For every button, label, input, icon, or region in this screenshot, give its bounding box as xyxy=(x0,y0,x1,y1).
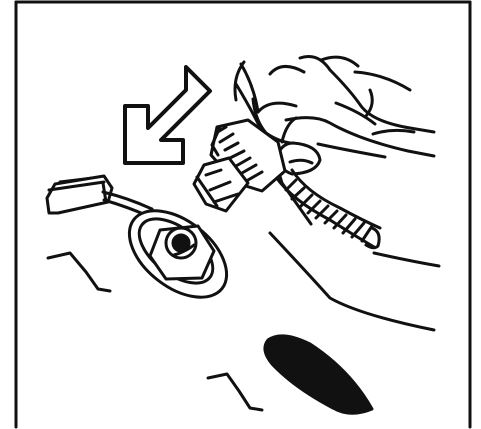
cap-icon xyxy=(47,176,112,213)
access-opening-icon xyxy=(265,336,372,413)
drain-outlet-icon xyxy=(114,194,243,315)
hose-cap-icon xyxy=(194,120,285,211)
direction-arrow-icon xyxy=(125,67,210,163)
drain-hose-icon xyxy=(276,170,380,248)
